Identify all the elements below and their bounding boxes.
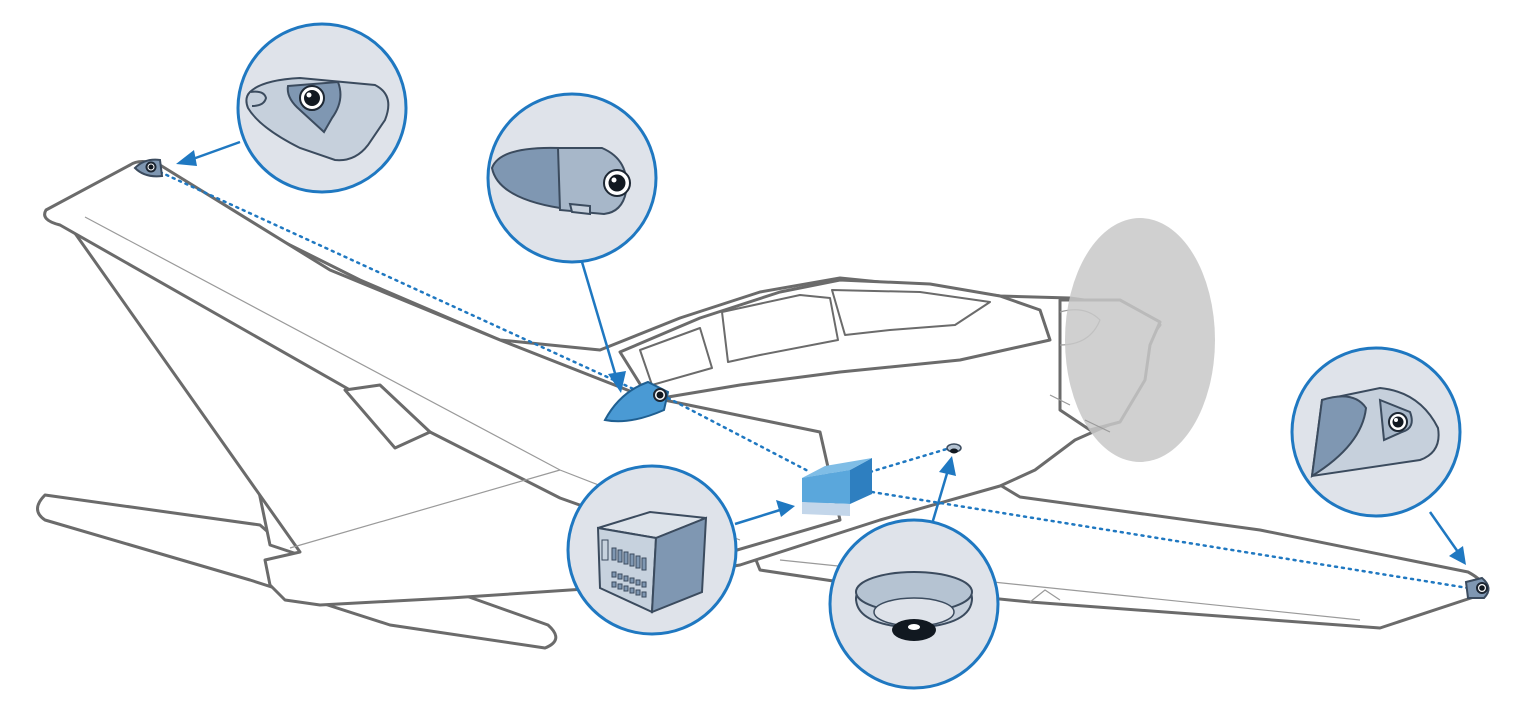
detail-bubble-left-wingtip-camera [236, 22, 408, 194]
wingtip-camera-icon [1310, 386, 1440, 478]
camera-wiring [158, 170, 1470, 590]
wire-hub-to-dome [868, 446, 952, 474]
installed-right-wingtip-camera [1464, 576, 1490, 599]
detail-bubble-dome-camera [828, 518, 1000, 690]
propeller-disc [1065, 218, 1215, 462]
cockpit-window-front [831, 289, 991, 336]
pod-camera-icon [490, 146, 631, 216]
cockpit-window-mid [721, 294, 839, 363]
installed-pod-camera [603, 380, 670, 423]
recorder-unit-icon [596, 510, 708, 614]
detail-bubble-pod-camera [486, 92, 658, 264]
wire-pod-to-hub [666, 396, 812, 474]
callout-pointers [176, 140, 1466, 565]
detail-bubble-recorder-unit [566, 464, 738, 636]
wingtip-camera-icon [245, 76, 390, 162]
wire-hub-to-right-wingtip [870, 490, 1470, 590]
detail-bubble-right-wingtip-camera [1290, 346, 1462, 518]
hub-box [802, 458, 872, 516]
wire-left-wingtip-to-pod [158, 170, 642, 394]
installed-left-wingtip-camera [133, 158, 164, 178]
aircraft-illustration [36, 160, 1486, 650]
wing-flap [343, 383, 432, 450]
installed-dome-camera [946, 443, 962, 454]
cockpit-window-rear [639, 327, 713, 386]
dome-camera-icon [855, 571, 973, 641]
